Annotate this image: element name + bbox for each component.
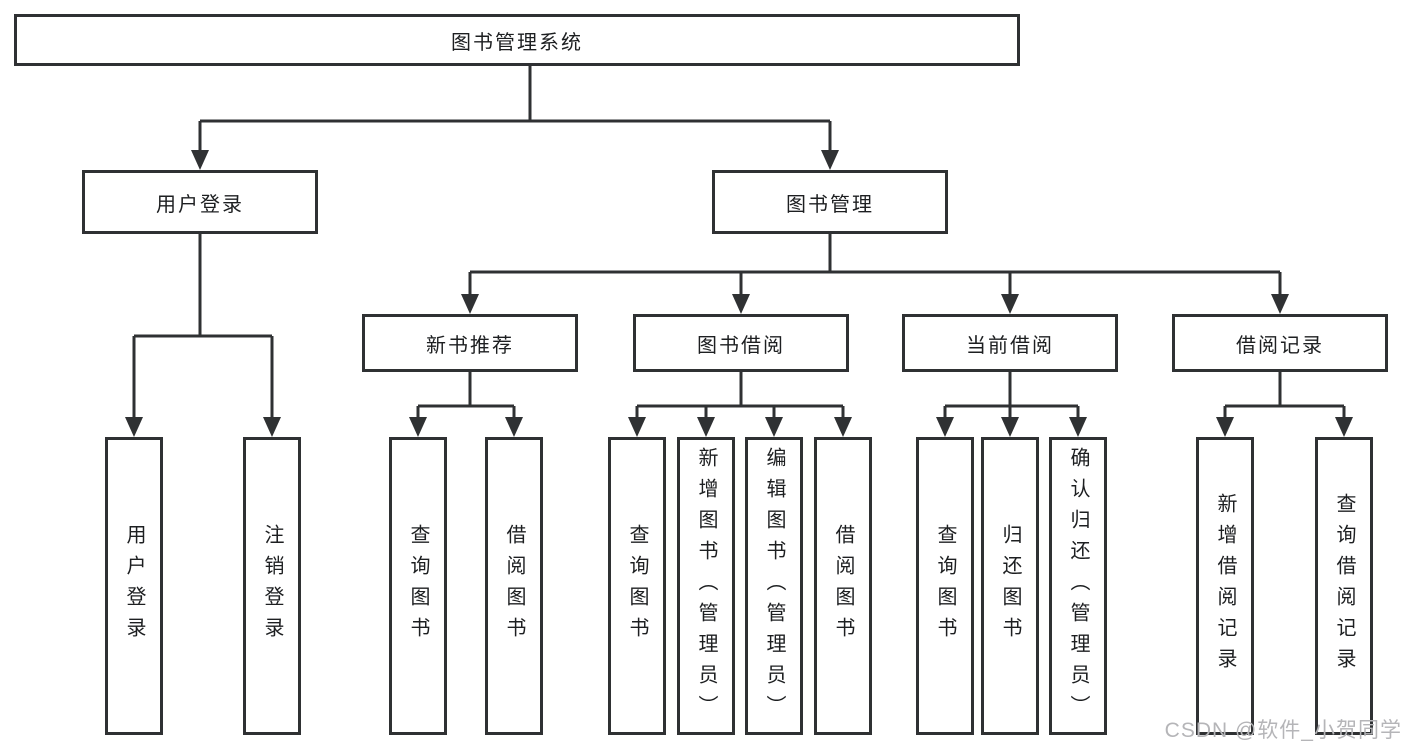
- leaf-add-borrow-record: 新增借阅记录: [1196, 437, 1254, 735]
- leaf-query-books-borrow: 查询图书: [608, 437, 666, 735]
- leaf-user-login: 用户登录: [105, 437, 163, 735]
- leaf-borrow-books: 借阅图书: [814, 437, 872, 735]
- leaf-borrow-books-label: 借阅图书: [832, 524, 854, 648]
- leaf-add-book-admin-label: 新增图书（管理员）: [695, 446, 717, 726]
- node-new-book-recommend-label: 新书推荐: [426, 334, 514, 357]
- node-book-management: 图书管理: [712, 170, 948, 234]
- leaf-confirm-return-admin: 确认归还（管理员）: [1049, 437, 1107, 735]
- leaf-confirm-return-admin-label: 确认归还（管理员）: [1067, 446, 1089, 726]
- node-borrow-records-label: 借阅记录: [1236, 334, 1324, 357]
- node-new-book-recommend: 新书推荐: [362, 314, 578, 372]
- leaf-return-book: 归还图书: [981, 437, 1039, 735]
- leaf-borrow-books-recommend-label: 借阅图书: [503, 524, 525, 648]
- leaf-user-login-label: 用户登录: [123, 524, 145, 648]
- leaf-borrow-books-recommend: 借阅图书: [485, 437, 543, 735]
- node-book-borrow-label: 图书借阅: [697, 334, 785, 357]
- leaf-query-books-recommend: 查询图书: [389, 437, 447, 735]
- node-book-management-label: 图书管理: [786, 193, 874, 216]
- leaf-query-books-recommend-label: 查询图书: [407, 524, 429, 648]
- leaf-logout: 注销登录: [243, 437, 301, 735]
- leaf-query-books-current-label: 查询图书: [934, 524, 956, 648]
- node-current-borrow: 当前借阅: [902, 314, 1118, 372]
- node-current-borrow-label: 当前借阅: [966, 334, 1054, 357]
- leaf-query-books-borrow-label: 查询图书: [626, 524, 648, 648]
- leaf-edit-book-admin: 编辑图书（管理员）: [745, 437, 803, 735]
- node-user-login: 用户登录: [82, 170, 318, 234]
- node-root-label: 图书管理系统: [451, 31, 583, 54]
- node-root: 图书管理系统: [14, 14, 1020, 66]
- leaf-query-borrow-record: 查询借阅记录: [1315, 437, 1373, 735]
- leaf-logout-label: 注销登录: [261, 524, 283, 648]
- node-user-login-label: 用户登录: [156, 193, 244, 216]
- watermark: CSDN @软件_小贺同学: [1164, 719, 1402, 742]
- node-borrow-records: 借阅记录: [1172, 314, 1388, 372]
- leaf-return-book-label: 归还图书: [999, 524, 1021, 648]
- leaf-query-books-current: 查询图书: [916, 437, 974, 735]
- leaf-edit-book-admin-label: 编辑图书（管理员）: [763, 446, 785, 726]
- leaf-add-book-admin: 新增图书（管理员）: [677, 437, 735, 735]
- leaf-query-borrow-record-label: 查询借阅记录: [1333, 493, 1355, 679]
- node-book-borrow: 图书借阅: [633, 314, 849, 372]
- leaf-add-borrow-record-label: 新增借阅记录: [1214, 493, 1236, 679]
